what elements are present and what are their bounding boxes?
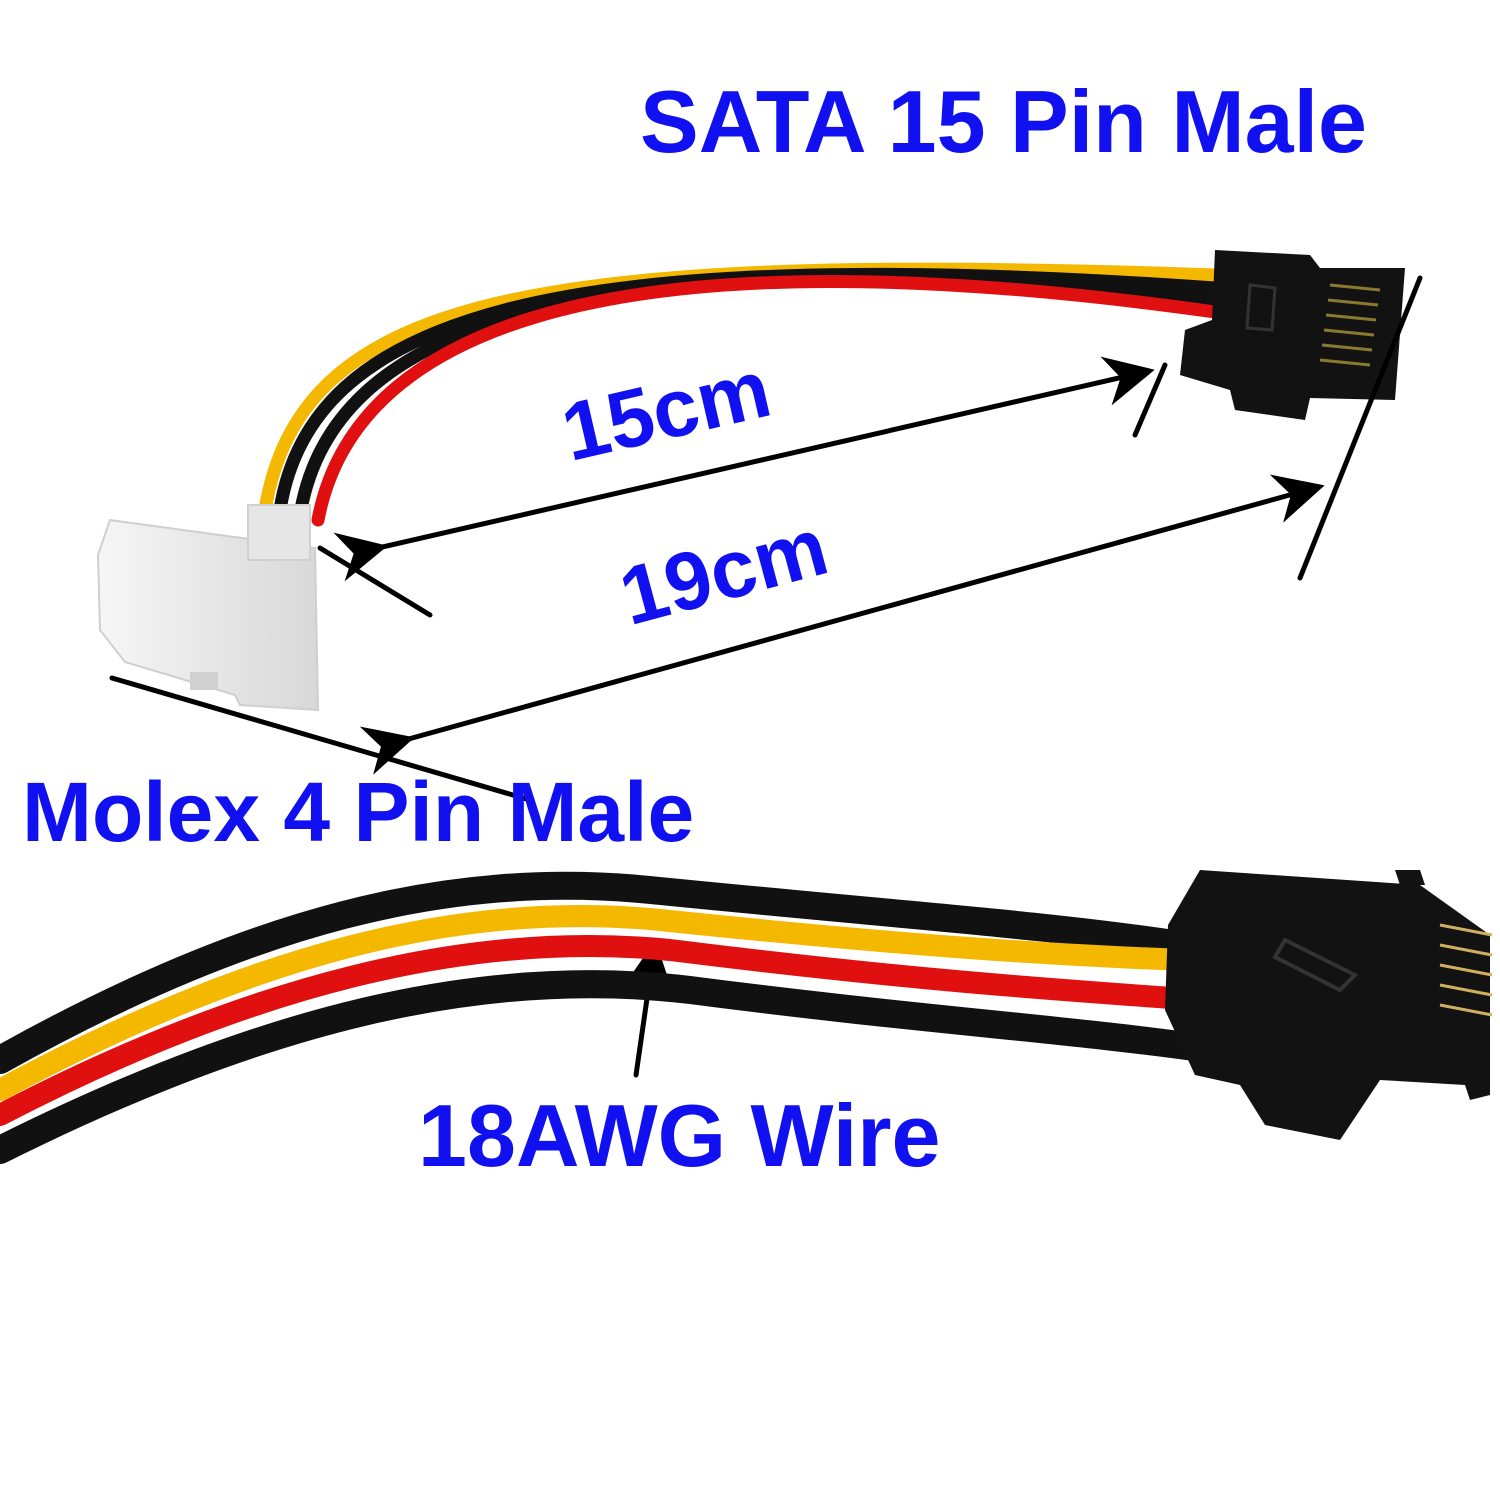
bottom-cable-wires bbox=[0, 871, 1229, 1164]
molex-connector-label: Molex 4 Pin Male bbox=[22, 765, 695, 859]
wire-gauge-label: 18AWG Wire bbox=[418, 1086, 941, 1185]
sata-connector-bottom bbox=[1165, 870, 1493, 1140]
sata-connector-top bbox=[1180, 250, 1405, 420]
molex-connector bbox=[96, 504, 320, 712]
sata-connector-label: SATA 15 Pin Male bbox=[640, 72, 1367, 171]
dimension-annotations bbox=[109, 275, 1423, 1078]
